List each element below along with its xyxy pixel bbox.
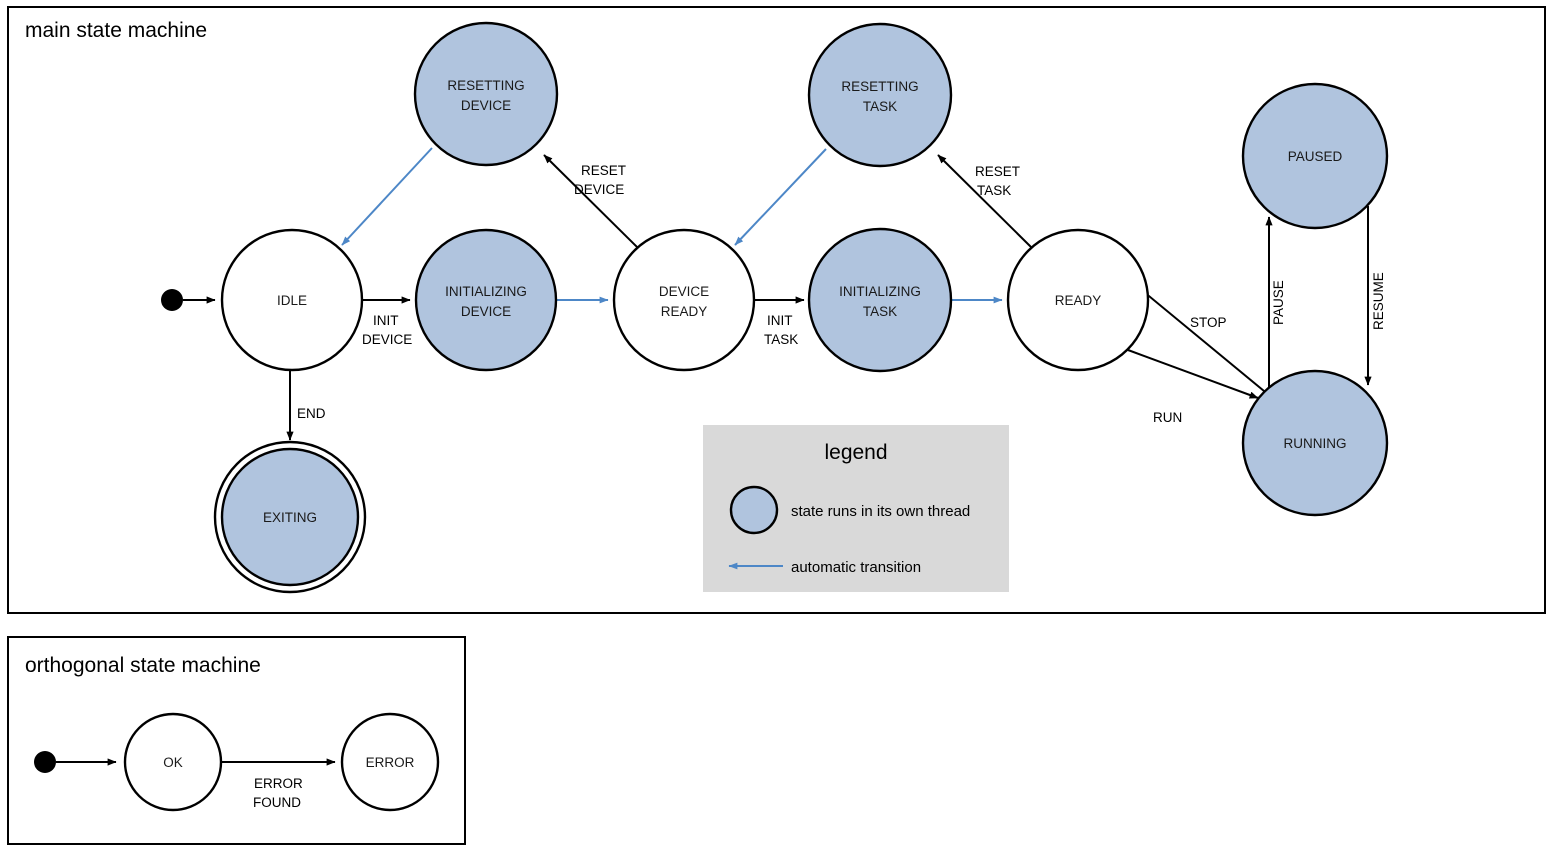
transition-device-ready-to-resetting-device xyxy=(543,154,638,248)
state-initializing-device-label-line2: DEVICE xyxy=(461,304,511,319)
edge-label-error-found-line2: FOUND xyxy=(253,795,301,810)
state-ready-label: READY xyxy=(1055,293,1102,308)
state-running[interactable]: RUNNING xyxy=(1241,369,1389,517)
transition-ready-to-resetting-task xyxy=(937,154,1032,248)
state-initializing-task-label-line1: INITIALIZING xyxy=(839,284,921,299)
state-ready[interactable]: READY xyxy=(1006,228,1150,372)
state-initializing-task-label-line2: TASK xyxy=(863,304,897,319)
state-resetting-device-label-line1: RESETTING xyxy=(447,78,524,93)
state-initializing-task-circle xyxy=(807,227,953,373)
state-paused-label: PAUSED xyxy=(1288,149,1343,164)
edge-label-reset-device-line1: RESET xyxy=(581,163,626,178)
state-ok-circle xyxy=(123,712,223,812)
transition-running-to-ready xyxy=(1137,286,1265,392)
state-paused-circle xyxy=(1241,82,1389,230)
state-exiting-inner-circle xyxy=(220,447,360,587)
state-resetting-device[interactable]: RESETTING DEVICE xyxy=(413,21,559,167)
state-initializing-device-circle xyxy=(414,228,558,372)
state-idle[interactable]: IDLE xyxy=(220,228,364,372)
transition-resetting-device-to-idle xyxy=(341,147,433,246)
state-error[interactable]: ERROR xyxy=(340,712,440,812)
edge-label-end: END xyxy=(297,406,326,421)
state-device-ready-label-line2: READY xyxy=(661,304,708,319)
edge-label-resume: RESUME xyxy=(1371,272,1386,330)
state-resetting-task-circle xyxy=(807,22,953,168)
state-resetting-device-label-line2: DEVICE xyxy=(461,98,511,113)
edge-label-pause: PAUSE xyxy=(1271,280,1286,325)
state-initializing-task[interactable]: INITIALIZING TASK xyxy=(807,227,953,373)
legend-thread-state-text: state runs in its own thread xyxy=(791,503,970,520)
state-exiting[interactable]: EXITING xyxy=(213,440,367,594)
state-error-circle xyxy=(340,712,440,812)
state-paused[interactable]: PAUSED xyxy=(1241,82,1389,230)
legend-thread-state-swatch xyxy=(729,485,779,535)
state-ok-label: OK xyxy=(163,755,183,770)
edge-label-reset-task-line2: TASK xyxy=(977,183,1011,198)
state-initializing-device-label-line1: INITIALIZING xyxy=(445,284,527,299)
edge-label-reset-task-line1: RESET xyxy=(975,164,1020,179)
state-resetting-task-label-line1: RESETTING xyxy=(841,79,918,94)
legend: legend state runs in its own thread auto… xyxy=(703,425,1009,592)
edge-label-error-found-line1: ERROR xyxy=(254,776,303,791)
edge-label-run: RUN xyxy=(1153,410,1182,425)
state-device-ready[interactable]: DEVICE READY xyxy=(612,228,756,372)
state-running-label: RUNNING xyxy=(1284,436,1347,451)
state-device-ready-label-line1: DEVICE xyxy=(659,284,709,299)
state-ready-circle xyxy=(1006,228,1150,372)
edge-label-init-task-line1: INIT xyxy=(767,313,793,328)
main-state-machine-title: main state machine xyxy=(25,19,207,42)
state-idle-label: IDLE xyxy=(277,293,307,308)
state-running-circle xyxy=(1241,369,1389,517)
transition-ready-to-running xyxy=(1127,349,1259,399)
state-resetting-task-label-line2: TASK xyxy=(863,99,897,114)
start-node-orthogonal xyxy=(34,751,56,773)
start-node-main xyxy=(161,289,183,311)
edge-label-stop: STOP xyxy=(1190,315,1227,330)
orthogonal-state-machine-title: orthogonal state machine xyxy=(25,654,261,677)
edge-label-init-task-line2: TASK xyxy=(764,332,798,347)
edge-label-reset-device-line2: DEVICE xyxy=(574,182,624,197)
state-idle-circle xyxy=(220,228,364,372)
legend-title: legend xyxy=(824,441,887,464)
state-error-label: ERROR xyxy=(366,755,415,770)
state-resetting-device-circle xyxy=(413,21,559,167)
state-device-ready-circle xyxy=(612,228,756,372)
transition-resetting-task-to-device-ready xyxy=(734,148,827,246)
edge-label-init-device-line2: DEVICE xyxy=(362,332,412,347)
state-exiting-label: EXITING xyxy=(263,510,317,525)
state-resetting-task[interactable]: RESETTING TASK xyxy=(807,22,953,168)
edge-label-init-device-line1: INIT xyxy=(373,313,399,328)
state-ok[interactable]: OK xyxy=(123,712,223,812)
legend-automatic-transition-text: automatic transition xyxy=(791,559,921,576)
state-initializing-device[interactable]: INITIALIZING DEVICE xyxy=(414,228,558,372)
